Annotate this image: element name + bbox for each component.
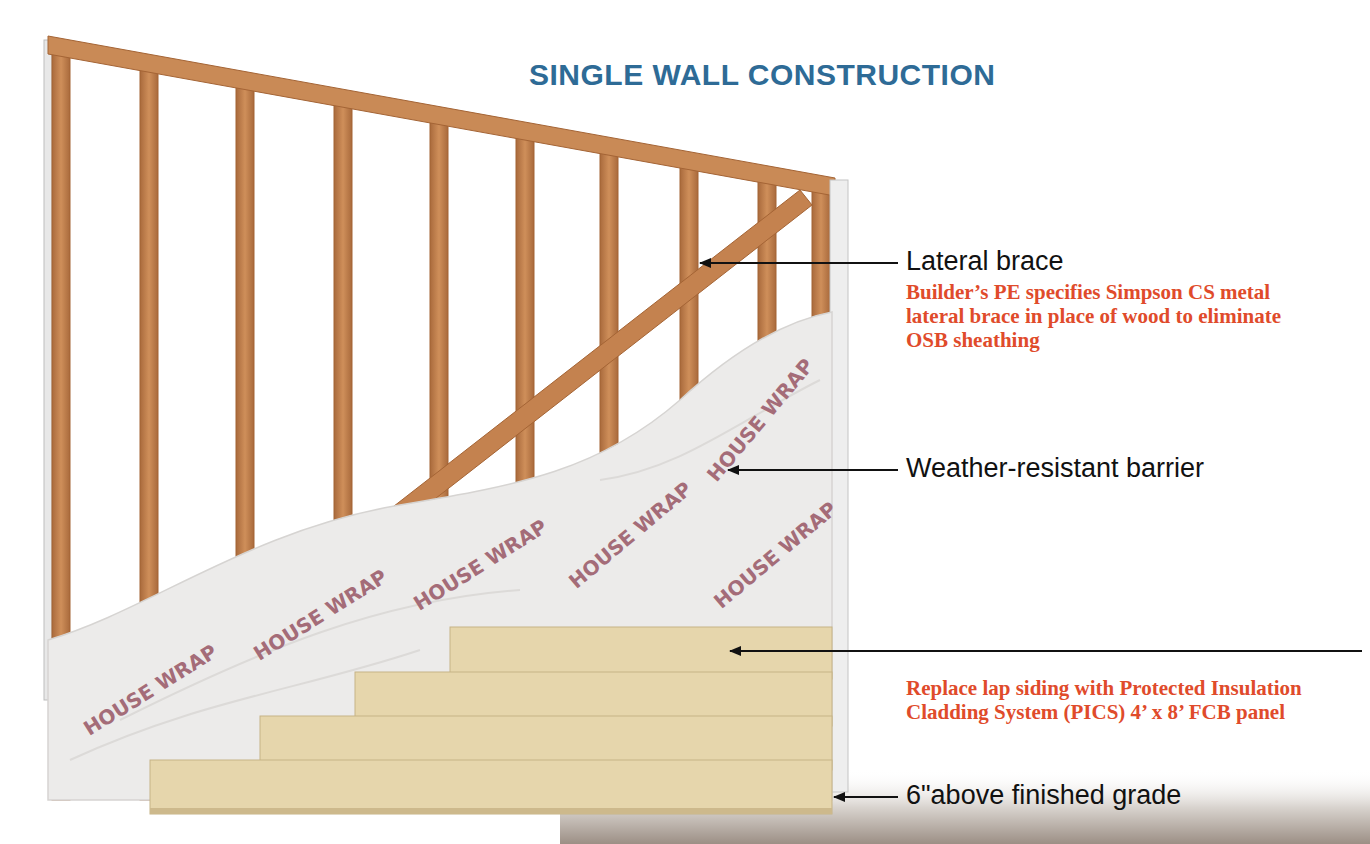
corner-post [44, 40, 52, 700]
lap-siding [150, 627, 832, 814]
callout-label: Weather-resistant barrier [906, 453, 1204, 484]
leader-arrow [730, 650, 1362, 652]
callout-label: 6"above finished grade [906, 780, 1181, 811]
house-wrap [48, 312, 832, 800]
note-text: Builder’s PE specifies Simpson CS metal … [906, 280, 1326, 352]
leader-arrow [728, 469, 898, 471]
leader-arrow [834, 796, 898, 798]
note-text: Replace lap siding with Protected Insula… [906, 676, 1326, 724]
leader-arrow [700, 262, 898, 264]
callout-label: Lateral brace [906, 246, 1064, 277]
diagram-title: SINGLE WALL CONSTRUCTION [529, 58, 995, 92]
